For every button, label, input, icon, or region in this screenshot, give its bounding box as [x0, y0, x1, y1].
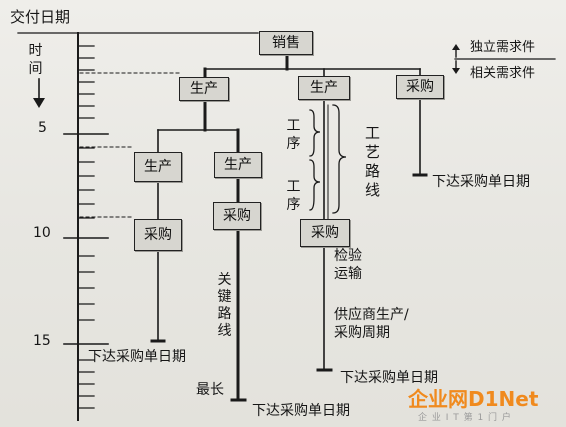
process-route-label: 工艺路线 [365, 124, 381, 199]
arrow-down-icon [452, 68, 460, 74]
tick-label-15: 15 [33, 333, 51, 349]
inspect-label: 检验 [334, 248, 362, 264]
order-date-label-bottom: 下达采购单日期 [252, 403, 350, 419]
arrow-up-icon [452, 44, 460, 50]
process-label-1: 工序 [286, 118, 301, 152]
transport-label: 运输 [334, 266, 362, 282]
critical-path-label: 关键路线 [217, 272, 232, 339]
production-box-c: 生产 [134, 152, 182, 182]
purchase-box-left: 采购 [134, 219, 182, 251]
production-box-b: 生产 [298, 76, 350, 100]
tick-label-10: 10 [33, 225, 51, 241]
production-box-a: 生产 [179, 77, 229, 101]
longest-label: 最长 [196, 382, 224, 398]
sales-box: 销售 [259, 31, 313, 55]
independent-demand-label: 独立需求件 [470, 40, 536, 55]
axis-ticks [63, 45, 109, 409]
brace-process-route [332, 104, 347, 214]
supplier-cycle-label-1: 供应商生产/ [334, 307, 409, 323]
supplier-cycle-label-2: 采购周期 [334, 325, 390, 341]
time-label: 时间 [28, 43, 43, 77]
brace-process-1 [309, 109, 321, 157]
dashed-guides [79, 72, 181, 218]
purchase-box-top: 采购 [396, 75, 444, 99]
watermark-logo: 企业网D1Net [408, 387, 539, 411]
order-date-label-mid: 下达采购单日期 [340, 370, 438, 386]
purchase-box-right: 采购 [300, 219, 350, 247]
dependent-demand-label: 相关需求件 [470, 66, 536, 81]
delivery-date-label: 交付日期 [10, 8, 71, 26]
brace-process-2 [309, 159, 321, 211]
time-arrow-head [33, 98, 45, 108]
order-date-label-left: 下达采购单日期 [88, 349, 186, 365]
purchase-box-mid: 采购 [213, 202, 261, 230]
tick-label-5: 5 [38, 120, 47, 136]
production-box-d: 生产 [214, 152, 262, 178]
watermark-tagline: 企 业 I T 第 1 门 户 [418, 413, 512, 423]
order-date-label-right: 下达采购单日期 [432, 174, 530, 190]
process-label-2: 工序 [286, 179, 301, 213]
